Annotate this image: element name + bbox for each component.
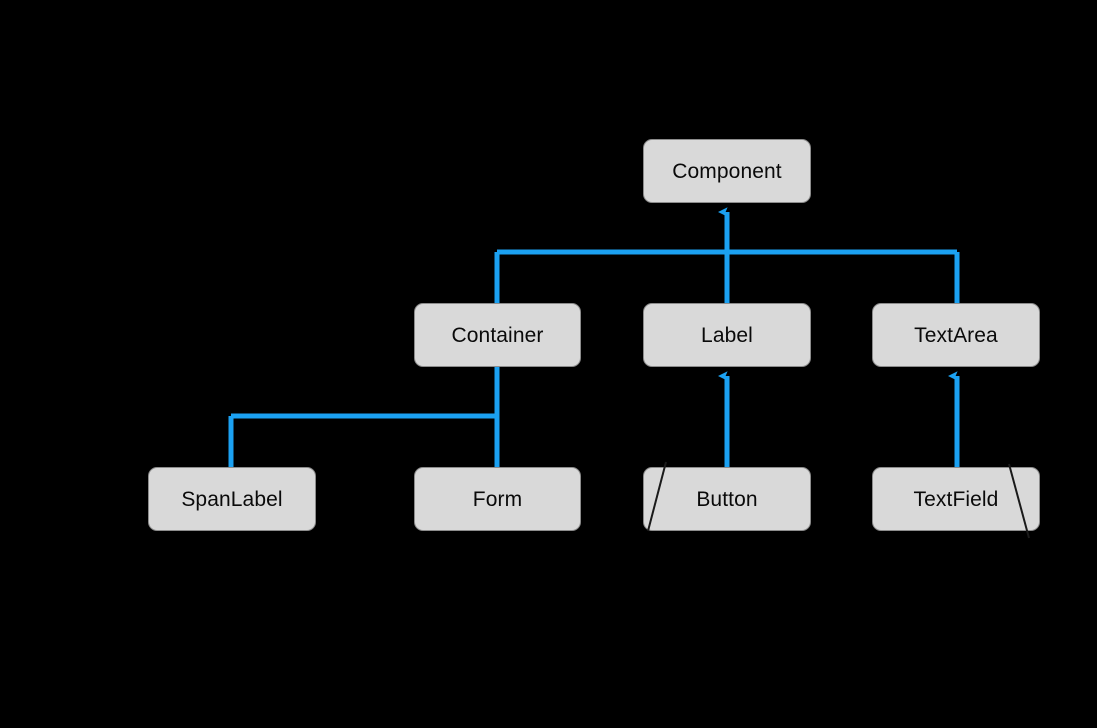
node-form[interactable]: Form — [414, 467, 581, 531]
edge-group-component-children — [494, 207, 960, 303]
node-button[interactable]: Button — [643, 467, 811, 531]
node-button-label: Button — [696, 487, 758, 511]
node-label[interactable]: Label — [643, 303, 811, 367]
node-component-label: Component — [672, 159, 782, 183]
node-container-label: Container — [451, 323, 544, 347]
node-textfield-label: TextField — [913, 487, 999, 511]
node-textarea-label: TextArea — [914, 323, 998, 347]
node-spanlabel[interactable]: SpanLabel — [148, 467, 316, 531]
edge-group-container-children — [228, 367, 500, 467]
node-container[interactable]: Container — [414, 303, 581, 367]
node-label-label: Label — [701, 323, 753, 347]
node-spanlabel-label: SpanLabel — [181, 487, 283, 511]
node-component[interactable]: Component — [643, 139, 811, 203]
node-textfield[interactable]: TextField — [872, 467, 1040, 531]
node-textarea[interactable]: TextArea — [872, 303, 1040, 367]
node-form-label: Form — [472, 487, 523, 511]
